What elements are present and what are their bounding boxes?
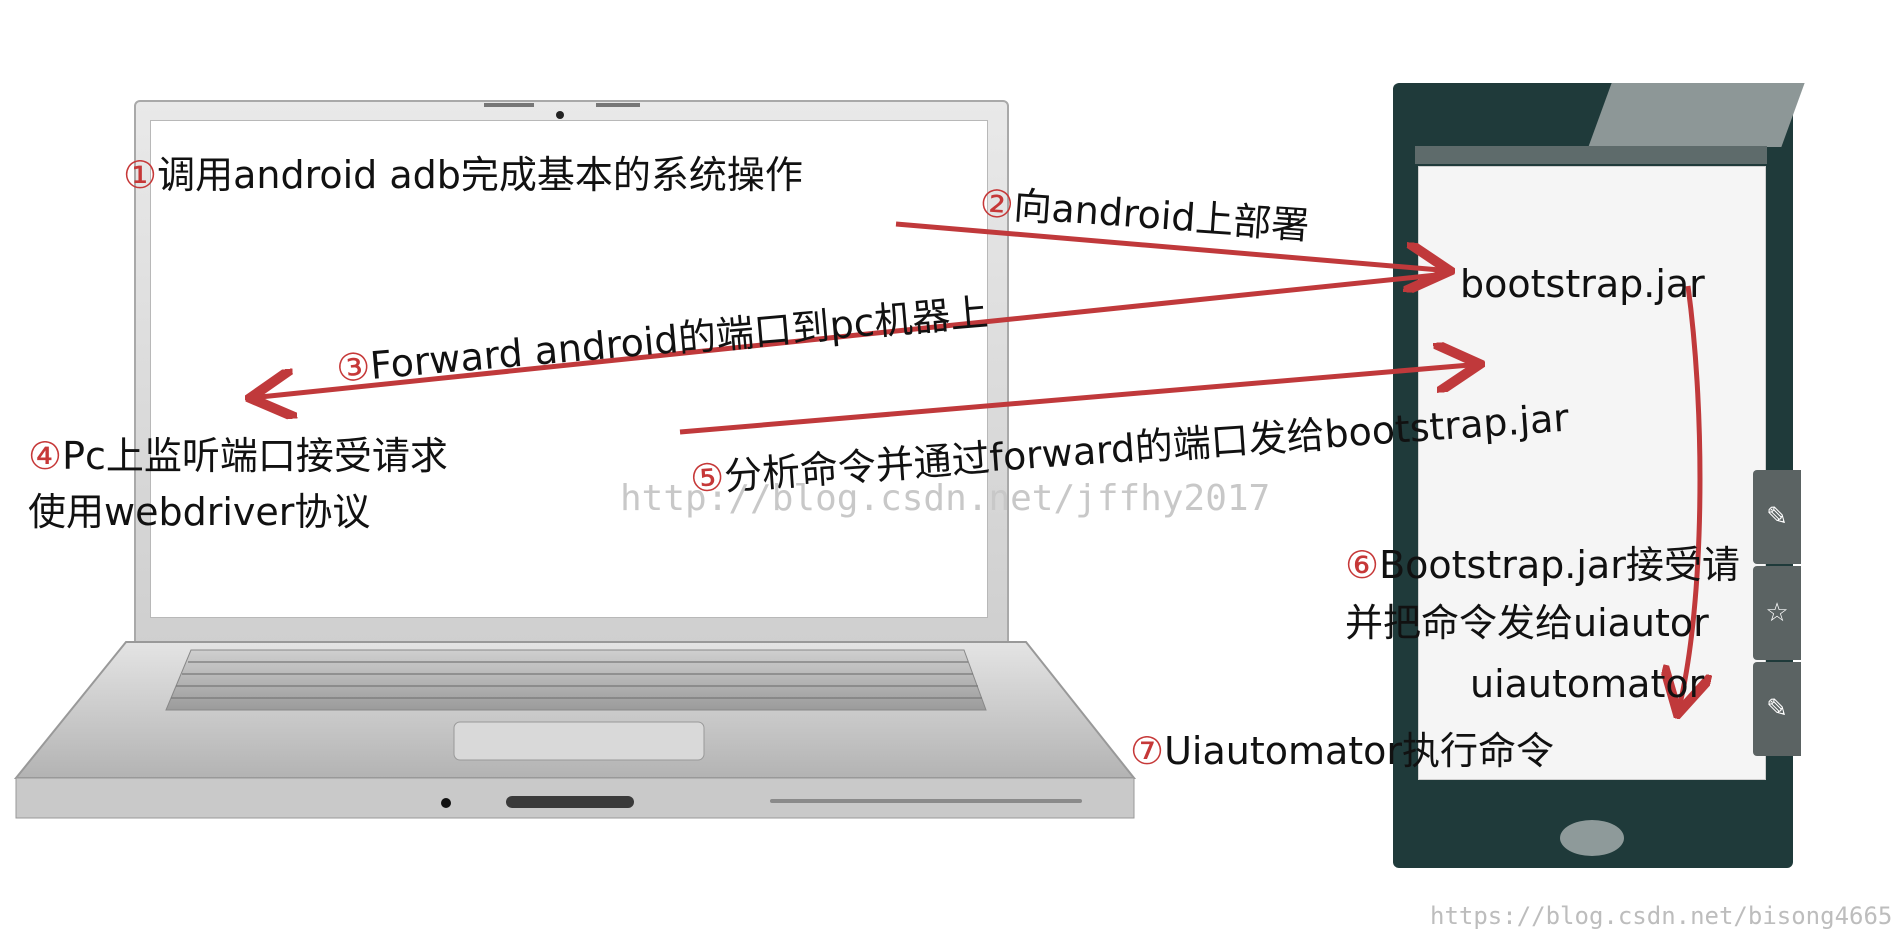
pencil-icon: ✎ (1766, 502, 1788, 532)
step3-number: ③ (334, 344, 373, 391)
step1-label: ①调用android adb完成基本的系统操作 (123, 144, 803, 199)
flow-arrows (0, 221, 1840, 940)
side-tab-favorite[interactable]: ☆ (1753, 566, 1801, 660)
step4-line1: Pc上监听端口接受请求 (62, 434, 448, 478)
arrow-step2 (895, 221, 1440, 270)
laptop-vent (770, 799, 1082, 803)
bottom-right-watermark: https://blog.csdn.net/bisong4665 (1430, 902, 1892, 930)
bootstrap-jar-label: bootstrap.jar (1460, 262, 1705, 306)
step2-number: ② (978, 181, 1016, 228)
side-tab-edit[interactable]: ✎ (1753, 470, 1801, 564)
step7-label: ⑦Uiautomator执行命令 (1130, 720, 1554, 775)
center-watermark: http://blog.csdn.net/jffhy2017 (620, 478, 1271, 519)
arrow-step5 (679, 365, 1470, 435)
laptop-base (13, 641, 1137, 819)
step7-text: Uiautomator执行命令 (1164, 729, 1555, 773)
step4-line2: 使用webdriver协议 (28, 490, 371, 534)
step1-number: ① (123, 153, 158, 197)
step4-label: ④Pc上监听端口接受请求 使用webdriver协议 (28, 428, 448, 540)
step7-number: ⑦ (1130, 729, 1165, 773)
laptop-slot (506, 796, 634, 808)
phone-home-button (1560, 820, 1624, 856)
laptop-lid-notch (484, 103, 534, 107)
laptop-lid-notch (596, 103, 640, 107)
arrow-step6 (1680, 285, 1700, 704)
side-tab-comment[interactable]: ✎ (1753, 662, 1801, 756)
laptop-power-led (441, 798, 451, 808)
star-icon: ☆ (1765, 598, 1789, 628)
arrow-step3 (260, 271, 1447, 397)
phone-top-bar (1415, 146, 1767, 164)
step4-number: ④ (28, 434, 63, 478)
step6-line2: 并把命令发给uiautor (1345, 601, 1709, 645)
step6-number: ⑥ (1345, 543, 1380, 587)
laptop-camera (556, 111, 564, 119)
step6-label: ⑥Bootstrap.jar接受请 并把命令发给uiautor (1345, 536, 1740, 652)
pencil-icon: ✎ (1766, 694, 1788, 724)
step6-line1: Bootstrap.jar接受请 (1379, 543, 1740, 587)
step1-text: 调用android adb完成基本的系统操作 (157, 153, 803, 197)
uiautomator-label: uiautomator (1470, 662, 1705, 706)
